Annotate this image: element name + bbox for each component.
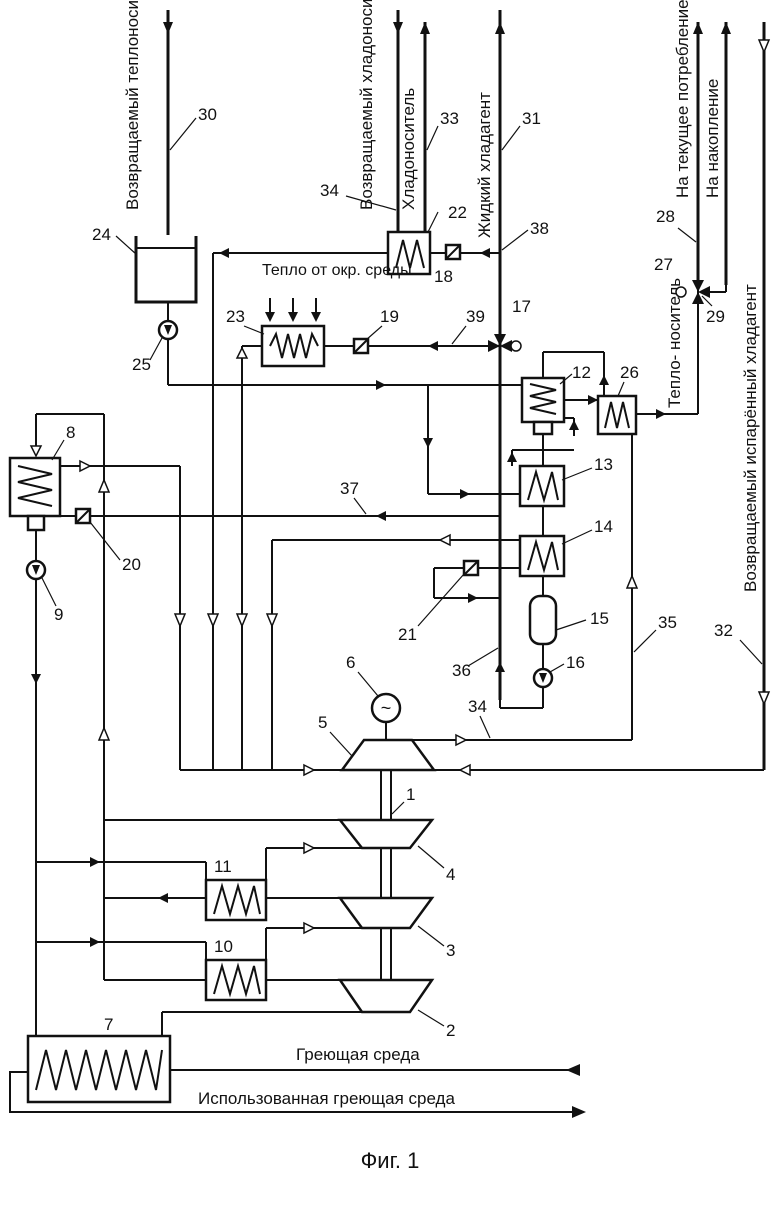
- label-returned-evaporated-refrigerant: Возвращаемый испарённый хладагент: [741, 284, 760, 592]
- stage-3: [266, 898, 432, 960]
- label-liquid-refrigerant: Жидкий хладагент: [475, 92, 494, 238]
- label-returned-heat-carrier: Возвращаемый теплоноситель: [123, 0, 142, 210]
- stage-4: [104, 820, 432, 880]
- label-returned-coolant-carrier: Возвращаемый хладоноситель: [357, 0, 376, 210]
- valve-17: [488, 334, 521, 352]
- num-34b: 34: [468, 697, 487, 716]
- num-26: 26: [620, 363, 639, 382]
- num-24: 24: [92, 225, 111, 244]
- tank-24: [136, 236, 196, 323]
- label-heat-from-environment: Тепло от окр. среды: [262, 262, 412, 279]
- valve-20: [60, 509, 90, 523]
- figure-caption: Фиг. 1: [361, 1148, 420, 1173]
- num-14: 14: [594, 517, 613, 536]
- num-21: 21: [398, 625, 417, 644]
- svg-text:~: ~: [381, 698, 392, 718]
- num-13: 13: [594, 455, 613, 474]
- num-20: 20: [122, 555, 141, 574]
- num-33: 33: [440, 109, 459, 128]
- num-7: 7: [104, 1015, 113, 1034]
- label-coolant-carrier: Хладоноситель: [399, 88, 418, 210]
- num-6: 6: [346, 653, 355, 672]
- num-31: 31: [522, 109, 541, 128]
- pump-9: [27, 561, 45, 1036]
- num-25: 25: [132, 355, 151, 374]
- vertical-labels: Возвращаемый теплоноситель Возвращаемый …: [123, 0, 760, 592]
- turbine-5: [180, 722, 764, 775]
- exchanger-11: [36, 857, 340, 920]
- valve-19: [354, 339, 368, 353]
- num-23: 23: [226, 307, 245, 326]
- num-16: 16: [566, 653, 585, 672]
- num-28: 28: [656, 207, 675, 226]
- num-11: 11: [214, 857, 232, 876]
- label-current-consumption: На текущее потребление: [673, 0, 692, 198]
- num-34: 34: [320, 181, 339, 200]
- exchanger-10: [36, 937, 340, 1000]
- num-9: 9: [54, 605, 63, 624]
- num-37: 37: [340, 479, 359, 498]
- num-2: 2: [446, 1021, 455, 1040]
- num-36: 36: [452, 661, 471, 680]
- exchanger-14: [267, 535, 564, 770]
- pump-16: [495, 662, 552, 708]
- num-3: 3: [446, 941, 455, 960]
- num-18: 18: [434, 267, 453, 286]
- num-5: 5: [318, 713, 327, 732]
- num-19: 19: [380, 307, 399, 326]
- num-29: 29: [706, 307, 725, 326]
- num-4: 4: [446, 865, 455, 884]
- num-12: 12: [572, 363, 591, 382]
- num-30: 30: [198, 105, 217, 124]
- num-35: 35: [658, 613, 677, 632]
- valve-21: [434, 561, 520, 603]
- label-heating-medium: Греющая среда: [296, 1045, 420, 1064]
- label-used-heating-medium: Использованная греющая среда: [198, 1089, 455, 1108]
- valve-18: [446, 245, 460, 259]
- num-22: 22: [448, 203, 467, 222]
- exchanger-22: [208, 232, 500, 770]
- num-1: 1: [406, 785, 415, 804]
- shaft-1: [381, 770, 391, 1000]
- receiver-15: [530, 596, 556, 670]
- num-39: 39: [466, 307, 485, 326]
- num-10: 10: [214, 937, 233, 956]
- exchanger-12: [522, 352, 609, 466]
- line-37: [90, 511, 500, 521]
- generator-6: ~: [372, 694, 400, 722]
- label-accumulation: На накопление: [703, 79, 722, 198]
- exchanger-23: [237, 298, 500, 770]
- num-8: 8: [66, 423, 75, 442]
- stage-2: [162, 980, 432, 1036]
- num-15: 15: [590, 609, 609, 628]
- num-27: 27: [654, 255, 673, 274]
- num-17: 17: [512, 297, 531, 316]
- num-32: 32: [714, 621, 733, 640]
- num-38: 38: [530, 219, 549, 238]
